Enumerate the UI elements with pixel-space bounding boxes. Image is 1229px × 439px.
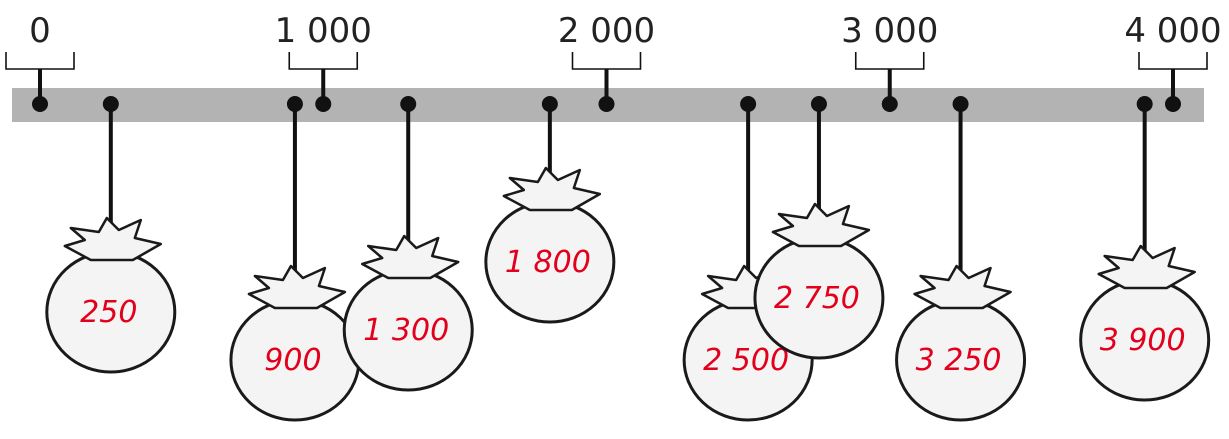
tick: 4 000 bbox=[1124, 11, 1222, 112]
tick-group: 0 1 000 2 000 3 000 4 000 bbox=[5, 11, 1222, 112]
money-bag: 3 900 bbox=[1079, 96, 1211, 402]
tick-bracket bbox=[288, 52, 359, 70]
bag-value-label: 250 bbox=[80, 295, 137, 330]
bag-dot bbox=[1136, 96, 1153, 112]
tick-dot bbox=[315, 96, 332, 112]
bag-neck bbox=[63, 216, 163, 262]
bag-value-label: 2 500 bbox=[703, 343, 789, 378]
bag-neck bbox=[360, 234, 460, 280]
tick: 2 000 bbox=[558, 11, 655, 112]
tick: 0 bbox=[5, 11, 75, 112]
tick: 1 000 bbox=[275, 11, 372, 112]
bag-group: 250 900 1 300 1 800 2 500 2 750 3 250 3 900 bbox=[45, 96, 1211, 422]
bag-dot bbox=[286, 96, 303, 112]
tick: 3 000 bbox=[841, 11, 938, 112]
tick-label: 1 000 bbox=[275, 11, 372, 51]
bag-dot bbox=[952, 96, 969, 112]
bag-value-label: 1 300 bbox=[363, 313, 449, 348]
bag-value-label: 2 750 bbox=[774, 281, 860, 316]
bag-neck bbox=[502, 166, 602, 212]
tick-bracket bbox=[571, 52, 642, 70]
money-bag: 1 300 bbox=[342, 96, 474, 392]
bag-neck bbox=[913, 264, 1012, 310]
bag-neck bbox=[1097, 244, 1196, 290]
bag-dot bbox=[740, 96, 757, 112]
bag-dot bbox=[810, 96, 827, 112]
bag-value-label: 3 900 bbox=[1100, 323, 1186, 358]
tick-label: 0 bbox=[29, 11, 51, 51]
bag-neck bbox=[771, 202, 871, 248]
bag-dot bbox=[400, 96, 417, 112]
tick-dot bbox=[881, 96, 898, 112]
tick-bracket bbox=[1138, 52, 1208, 70]
money-bag: 3 250 bbox=[895, 96, 1027, 422]
bag-dot bbox=[541, 96, 558, 112]
money-bag: 2 750 bbox=[753, 96, 885, 360]
tick-label: 2 000 bbox=[558, 11, 655, 51]
bag-value-label: 3 250 bbox=[916, 343, 1002, 378]
tick-dot bbox=[32, 96, 48, 112]
money-bag: 1 800 bbox=[484, 96, 616, 324]
money-bag: 250 bbox=[45, 96, 177, 374]
tick-dot bbox=[1165, 96, 1181, 112]
tick-label: 3 000 bbox=[841, 11, 938, 51]
bag-value-label: 1 800 bbox=[505, 245, 591, 280]
tick-bracket bbox=[854, 52, 925, 70]
tick-dot bbox=[598, 96, 615, 112]
bag-dot bbox=[102, 96, 119, 112]
money-bag: 900 bbox=[229, 96, 361, 422]
bag-neck bbox=[247, 264, 347, 310]
bag-value-label: 900 bbox=[264, 343, 321, 378]
tick-label: 4 000 bbox=[1124, 11, 1221, 51]
tick-bracket bbox=[5, 52, 75, 70]
